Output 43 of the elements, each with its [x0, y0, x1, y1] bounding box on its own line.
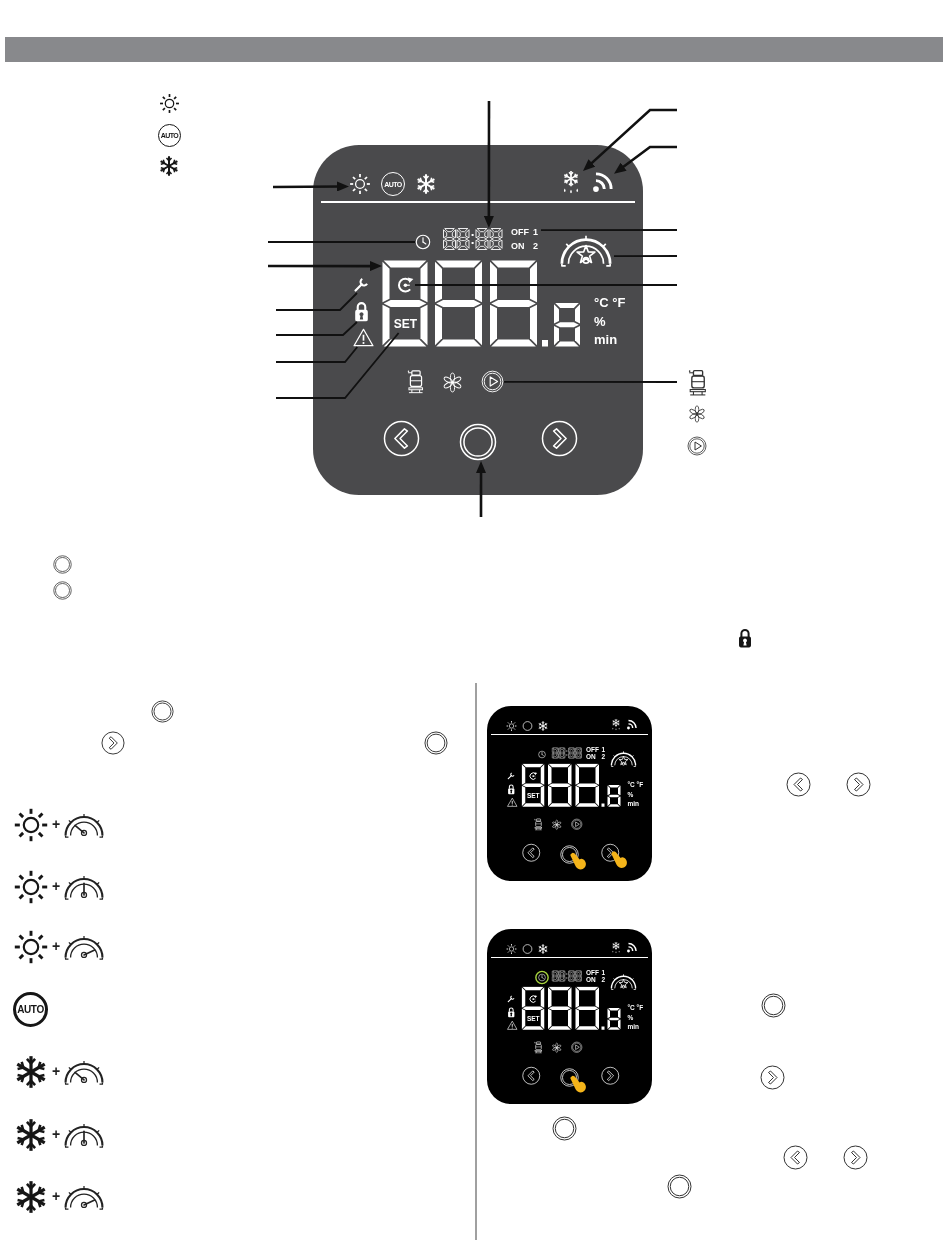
ring-button-icon [459, 423, 497, 461]
percent-unit-label: % [594, 314, 606, 330]
leader-line [267, 241, 416, 243]
timer-segment-display [443, 228, 505, 250]
plus-sign: + [52, 877, 61, 895]
wrench-icon [353, 277, 369, 293]
arrow [583, 108, 677, 171]
auto-mode-symbol: AUTO [13, 992, 48, 1027]
plus-sign: + [52, 1125, 61, 1143]
padlock-icon [354, 301, 369, 322]
plus-sign: + [52, 937, 61, 955]
leader-line [275, 346, 359, 363]
timer-off-label: OFF 1 [511, 226, 538, 238]
temperature-unit-label: °C °F [594, 295, 626, 311]
compressor-icon [407, 369, 424, 394]
leader-line [540, 229, 678, 231]
set-label: SET [392, 316, 419, 333]
leader-line [275, 332, 400, 399]
display-thumbnail [487, 706, 652, 881]
arrow [614, 145, 677, 174]
plus-sign: + [52, 1062, 61, 1080]
plus-sign: + [52, 815, 61, 833]
arc-arrow-icon [395, 275, 415, 295]
timer-on-label: ON 2 [511, 240, 538, 252]
pump-icon [481, 370, 504, 393]
leader-line [275, 292, 358, 311]
wifi-icon [592, 171, 614, 193]
fan-icon [441, 371, 464, 394]
leader-line [275, 321, 358, 336]
control-panel [313, 145, 643, 495]
plus-sign: + [52, 1187, 61, 1205]
display-thumbnail [487, 929, 652, 1104]
arrow [483, 101, 494, 228]
arrow [268, 261, 382, 272]
arrow [273, 181, 349, 192]
clock-icon [415, 234, 431, 250]
leader-line [613, 255, 678, 257]
leader-line [503, 381, 678, 383]
leader-line [414, 284, 678, 286]
gauge-icon [558, 233, 614, 267]
warning-icon [353, 328, 374, 347]
minutes-unit-label: min [594, 332, 618, 348]
arrow [476, 461, 487, 517]
